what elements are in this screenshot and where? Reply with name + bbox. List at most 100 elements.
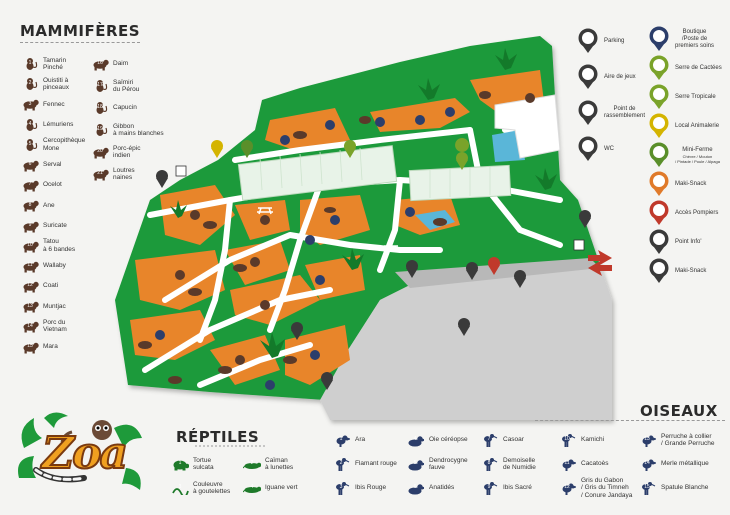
legend-item: 11 Wallaby: [20, 258, 85, 274]
animal-marker: [305, 235, 315, 245]
marmoset-silhouette-icon: 2: [20, 76, 40, 92]
legend-number: 5: [413, 460, 417, 467]
legend-number: 13: [644, 436, 650, 443]
service-label-main: Point Info': [675, 238, 702, 245]
animal-silhouette: [433, 218, 447, 226]
iguana-silhouette-icon: 4: [242, 480, 262, 496]
legend-number: 20: [97, 148, 103, 155]
monkey-silhouette-icon: 5: [20, 137, 40, 153]
parakeet-silhouette-icon: 13: [636, 432, 658, 448]
map-pin-assembly[interactable]: [514, 270, 526, 288]
legend-number: 12: [564, 484, 570, 491]
map-pin-snack[interactable]: [406, 260, 418, 278]
greenhouse-tropical: [237, 145, 398, 201]
animal-marker: [405, 207, 415, 217]
map-pin-cactus[interactable]: [455, 138, 470, 170]
picnic-table-icon: [383, 245, 399, 253]
animal-silhouette: [138, 341, 152, 349]
legend-label: Cacatoès: [581, 460, 609, 468]
legend-label: Ibis Rouge: [355, 484, 387, 492]
legend-label: Porc du Vietnam: [43, 318, 67, 334]
animal-marker: [330, 215, 340, 225]
map-pin-assembly-2[interactable]: [156, 170, 168, 188]
path: [467, 127, 563, 248]
animal-marker: [250, 257, 260, 267]
map-pin-wc[interactable]: [321, 372, 333, 390]
flamingo-silhouette-icon: 2: [330, 456, 352, 472]
fennec-silhouette-icon: 3: [20, 96, 40, 112]
animal-marker: [155, 330, 165, 340]
farm-icon: [648, 142, 670, 168]
service-legend-item: Accès Pompiers: [648, 200, 722, 226]
legend-label: Daim: [113, 60, 129, 68]
legend-number: 12: [27, 282, 33, 289]
service-legend-item: Point Info': [648, 229, 722, 255]
legend-label: Wallaby: [43, 262, 66, 270]
wc-icon: [577, 136, 599, 162]
map-pin-mini-farm[interactable]: [241, 140, 253, 158]
animal-silhouette: [203, 221, 217, 229]
mammiferes-title: MAMMIFÈRES: [20, 22, 141, 40]
map-pin-tropical[interactable]: [344, 140, 356, 158]
info-icon: [648, 229, 670, 255]
service-label-main: Serre Tropicale: [675, 93, 716, 100]
capuchin-silhouette-icon: 18: [90, 100, 110, 116]
map-pin-info[interactable]: [579, 210, 591, 228]
legend-number: 4: [250, 484, 254, 491]
animal-marker: [445, 107, 455, 117]
animal-marker: [190, 210, 200, 220]
legend-number: 9: [28, 221, 32, 228]
service-label-main: Aire de jeux: [604, 73, 636, 80]
shop-icon: [648, 26, 670, 52]
animal-silhouette: [359, 116, 371, 124]
legend-label: Lémuriens: [43, 120, 74, 128]
path: [197, 197, 233, 343]
cockatoo-silhouette-icon: 11: [556, 456, 578, 472]
otter-silhouette-icon: 21: [90, 166, 110, 182]
legend-label: Tortue sulcata: [193, 456, 214, 472]
emergency-exit-icon: [573, 239, 585, 251]
legend-number: 2: [250, 460, 254, 467]
service-legend-item: Local Animalerie: [648, 113, 722, 139]
legend-number: 11: [27, 262, 33, 269]
legend-number: 10: [27, 241, 33, 248]
map-pin-fire-access[interactable]: [488, 257, 500, 275]
map-pin-parking[interactable]: [458, 318, 470, 336]
legend-label: Perruche à collier / Grande Perruche: [661, 432, 715, 448]
picnic-table-icon: [257, 207, 273, 215]
legend-number: 1: [178, 460, 182, 467]
service-pins-map[interactable]: [156, 138, 591, 390]
service-label-main: Boutique /Poste de premiers soins: [675, 28, 715, 49]
legend-label: Fennec: [43, 100, 65, 108]
animal-silhouettes-map: [138, 91, 491, 384]
crane-silhouette-icon: 8: [478, 456, 500, 472]
legend-number: 13: [27, 302, 33, 309]
assembly-point-icon: [577, 100, 599, 126]
legend-label: Suricate: [43, 221, 67, 229]
map-pin-maki-snack[interactable]: [291, 322, 303, 340]
service-legend-item: Parking: [577, 28, 645, 54]
legend-item: 9 Suricate: [20, 218, 85, 234]
greenhouse-cactus: [408, 164, 512, 202]
animal-marker: [175, 270, 185, 280]
map-pin-playground[interactable]: [466, 262, 478, 280]
animal-silhouette: [324, 207, 336, 213]
legend-number: 2: [28, 80, 32, 87]
legend-item: 1 Tortue sulcata: [170, 452, 242, 476]
map-pin-animal-shelter[interactable]: [211, 140, 223, 158]
legend-number: 21: [97, 170, 103, 177]
path: [377, 177, 403, 273]
